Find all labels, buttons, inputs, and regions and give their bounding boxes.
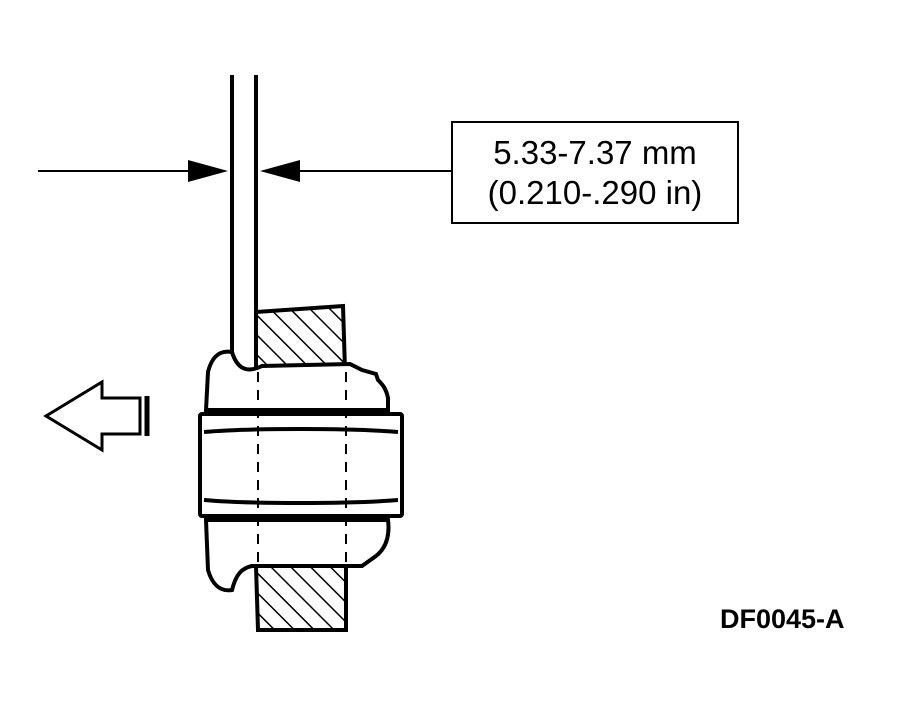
bushing [198,349,404,593]
hidden-lines [257,372,347,566]
measurement-metric: 5.33-7.37 mm [493,134,697,171]
measurement-callout: 5.33-7.37 mm (0.210-.290 in) [451,121,739,224]
installer-tool-plate [230,75,258,355]
figure-id-label: DF0045-A [720,604,845,634]
dimension-arrow-icon [38,160,451,182]
direction-arrow-icon [43,379,150,453]
bracket-section [253,303,348,632]
measurement-imperial: (0.210-.290 in) [487,174,703,211]
bushing-bands [203,427,399,505]
